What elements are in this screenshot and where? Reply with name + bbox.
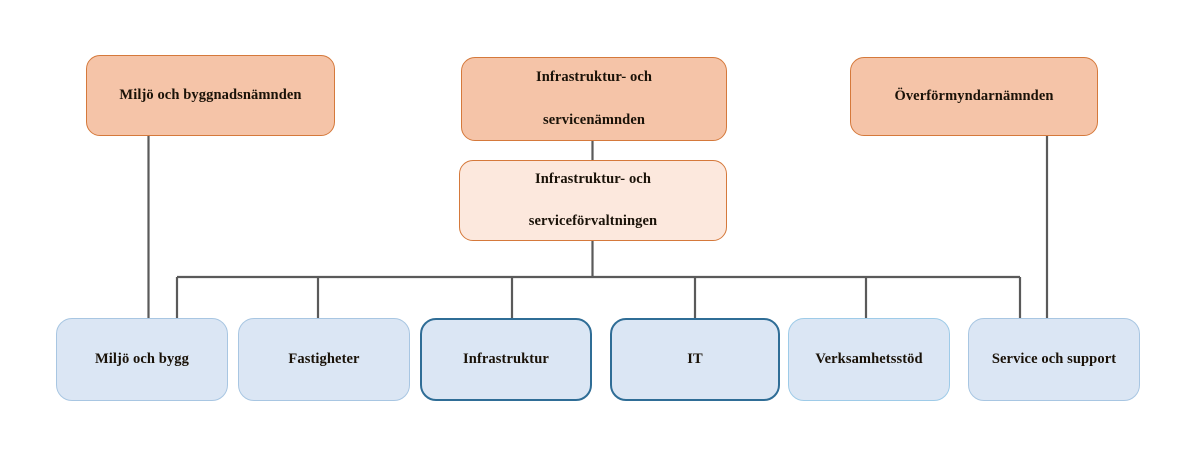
node-label: Miljö och byggnadsnämnden [119, 86, 302, 103]
node-unit-service-och-support[interactable]: Service och support [968, 318, 1140, 401]
node-label: Miljö och bygg [94, 350, 190, 367]
node-label: Överförmyndarnämnden [894, 87, 1054, 104]
node-label: IT [687, 350, 703, 367]
node-committee-miljo-och-byggnadsnamnden[interactable]: Miljö och byggnadsnämnden [86, 55, 335, 136]
node-unit-infrastruktur[interactable]: Infrastruktur [420, 318, 592, 401]
node-unit-miljo-och-bygg[interactable]: Miljö och bygg [56, 318, 228, 401]
node-label: Verksamhetsstöd [815, 350, 923, 367]
node-unit-verksamhetsstod[interactable]: Verksamhetsstöd [788, 318, 950, 401]
node-label-line1: Infrastruktur- och [535, 69, 653, 86]
node-label-line1: Infrastruktur- och [534, 170, 652, 187]
node-unit-fastigheter[interactable]: Fastigheter [238, 318, 410, 401]
node-label-line2: servicenämnden [542, 111, 646, 128]
node-administration-infrastruktur-och-serviceforvaltningen[interactable]: Infrastruktur- och serviceförvaltningen [459, 160, 727, 241]
node-unit-it[interactable]: IT [610, 318, 780, 401]
node-label: Service och support [991, 350, 1117, 367]
node-label-line2: serviceförvaltningen [528, 213, 658, 229]
node-committee-infrastruktur-och-servicenamnden[interactable]: Infrastruktur- och servicenämnden [461, 57, 727, 141]
node-committee-overformyndarnamnden[interactable]: Överförmyndarnämnden [850, 57, 1098, 136]
node-label: Fastigheter [288, 350, 360, 367]
node-label: Infrastruktur [463, 350, 549, 367]
